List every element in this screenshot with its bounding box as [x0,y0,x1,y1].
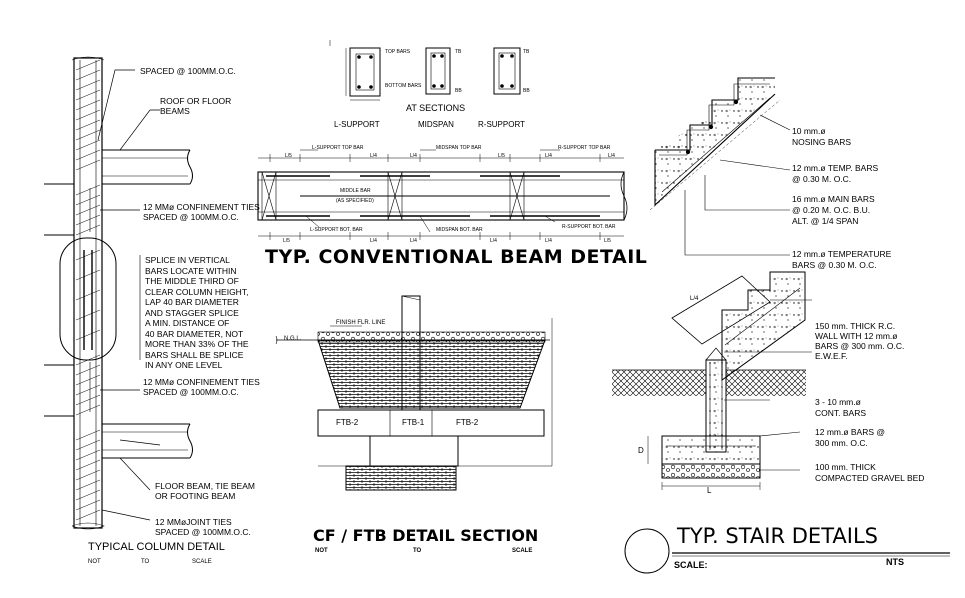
column-scale-scale: SCALE [192,559,212,565]
beam-title: TYP. CONVENTIONAL BEAM DETAIL [265,246,648,268]
section-tag-top: TOP BARS [385,49,411,55]
column-note-joint-1: 12 MMøJOINT TIES [155,517,232,527]
ftb-label: FTB-2 [336,418,359,427]
stair-note-gravel-2: COMPACTED GRAVEL BED [815,473,925,483]
bar-label: L-SUPPORT TOP BAR [312,145,364,151]
support-label-mid: MIDSPAN [418,120,454,129]
stair-upper [649,77,791,256]
bar-label: (AS SPECIFIED) [336,198,374,204]
beam-detail [257,40,628,240]
splice-line: BARS SHALL BE SPLICE [145,349,244,360]
stair-note-bars-2: 300 mm. O.C. [815,438,868,448]
dim-label: L/4 [370,153,377,159]
bar-label: L-SUPPORT BOT. BAR [310,227,363,233]
stair-note-temp-2: @ 0.30 M. O.C. [792,174,852,184]
stair-note-main-2: @ 0.20 M. O.C. B.U. [792,205,871,215]
stair-note-wall-3: BARS @ 300 mm. O.C. [815,341,905,351]
stair-note-nosing-1: 10 mm.ø [792,126,826,136]
stair-note-temp-1: 12 mm.ø TEMP. BARS [792,163,879,173]
footing-scale-to: TO [413,548,422,554]
stair-note-nosing-2: NOSING BARS [792,137,852,147]
column-note-conf-bot-1: 12 MMø CONFINEMENT TIES [143,377,260,387]
column-note-joint-2: SPACED @ 100MM.O.C. [155,527,251,537]
dim-label: L/4 [608,153,615,159]
footing-scale-scale: SCALE [512,548,533,554]
dim-label: L/4 [490,238,497,244]
stair-dim-l4: L/4 [690,296,699,302]
column-scale-not: NOT [88,559,101,565]
stair-note-main-3: ALT. @ 1/4 SPAN [792,216,859,226]
section-tag-tb: TB [523,49,530,55]
dim-label: L/4 [410,153,417,159]
column-note-conf-bot-2: SPACED @ 100MM.O.C. [143,387,239,397]
splice-line: AND STAGGER SPLICE [145,307,239,318]
footing-detail [275,295,553,491]
column-detail [44,56,193,530]
column-note-floor-2: OR FOOTING BEAM [155,491,236,501]
stair-dim-l: L [707,486,712,495]
splice-line: LAP 40 BAR DIAMETER [145,297,239,307]
column-note-conf-top-2: SPACED @ 100MM.O.C. [143,212,239,222]
stair-note-cont-1: 3 - 10 mm.ø [815,397,861,407]
bar-label: R-SUPPORT TOP BAR [558,145,611,151]
ftb-label: FTB-1 [402,418,425,428]
section-tag-bb: BB [455,88,462,94]
section-tag-bb: BB [523,88,530,94]
bar-label: MIDSPAN BOT. BAR [436,227,483,233]
scale-value: NTS [886,557,904,567]
stair-note-wall-1: 150 mm. THICK R.C. [815,321,896,331]
stair-title: TYP. STAIR DETAILS [677,524,878,548]
section-tag-bottom: BOTTOM BARS [385,83,422,89]
dim-label: L/5 [604,238,611,244]
at-sections-label: AT SECTIONS [406,103,466,113]
stair-note-cont-2: CONT. BARS [815,408,867,418]
column-scale-to: TO [141,559,150,565]
splice-line: MORE THAN 33% OF THE [145,339,249,349]
ftb-label: FTB-2 [456,418,479,427]
bar-label: R-SUPPORT BOT. BAR [562,224,616,230]
splice-line: IN ANY ONE LEVEL [145,360,223,370]
support-label-l: L-SUPPORT [334,120,380,129]
splice-line: SPLICE IN VERTICAL [145,255,230,265]
dim-label: L/5 [498,153,505,159]
footing-scale-not: NOT [315,548,328,554]
stair-note-main-1: 16 mm.ø MAIN BARS [792,194,875,204]
column-note-beams-2: BEAMS [160,106,190,116]
splice-line: 40 BAR DIAMETER, NOT [145,328,244,339]
stair-note-temperature-1: 12 mm.ø TEMPERATURE [792,249,892,259]
splice-line: BARS LOCATE WITHIN [145,265,237,276]
dim-label: L/4 [410,238,417,244]
stair-note-gravel-1: 100 mm. THICK [815,462,876,472]
dim-label: L/4 [370,238,377,244]
stair-dim-d: D [638,446,644,455]
splice-line: THE MIDDLE THIRD OF [145,276,239,286]
dim-label: L/5 [283,238,290,244]
finish-floor-line-label: FINISH FLR. LINE [336,320,386,326]
support-label-r: R-SUPPORT [478,120,525,129]
stair-lower [612,271,812,490]
column-note-spaced: SPACED @ 100MM.O.C. [140,66,236,76]
dim-label: L/5 [285,153,292,159]
stair-title-marker [624,528,950,574]
dim-label: L/4 [545,238,552,244]
stair-note-bars-1: 12 mm.ø BARS @ [815,427,886,437]
splice-line: CLEAR COLUMN HEIGHT, [145,286,249,297]
column-note-conf-top-1: 12 MMø CONFINEMENT TIES [143,202,260,212]
dim-label: L/4 [545,153,552,159]
footing-title: CF / FTB DETAIL SECTION [313,526,539,545]
splice-line: A MIN. DISTANCE OF [145,318,230,328]
column-note-floor-1: FLOOR BEAM, TIE BEAM [155,481,255,491]
scale-label: SCALE: [674,560,708,570]
column-note-beams-1: ROOF OR FLOOR [160,96,232,106]
section-tag-tb: TB [455,49,462,55]
stair-note-temperature-2: BARS @ 0.30 M. O.C. [792,260,877,270]
stair-note-wall-4: E.W.E.F. [815,351,848,361]
ngl-label: N.G.L. [284,336,302,342]
bar-label: MIDDLE BAR [340,188,371,194]
column-title: TYPICAL COLUMN DETAIL [88,541,225,553]
stair-note-wall-2: WALL WITH 12 mm.ø [815,331,898,341]
bar-label: MIDSPAN TOP BAR [436,145,482,151]
